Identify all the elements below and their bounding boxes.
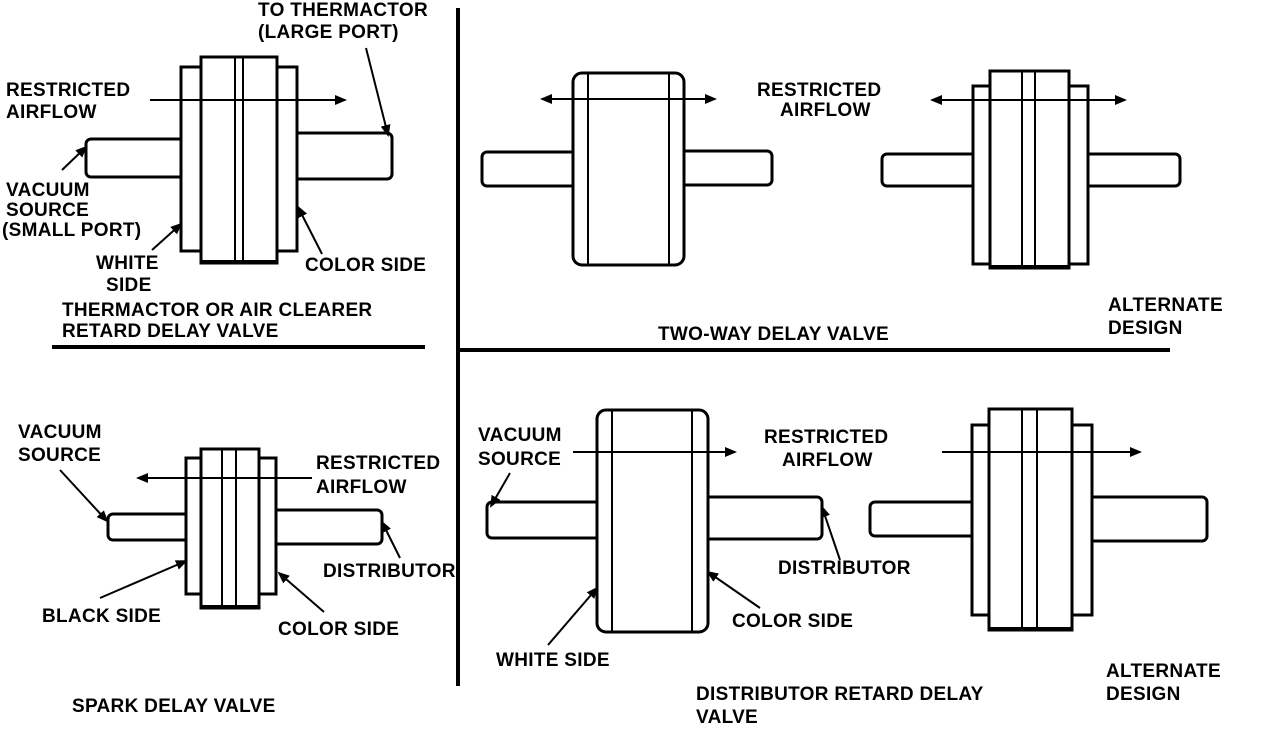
distributor-title-2: VALVE [696, 707, 759, 728]
distributor-restricted-label-1: RESTRICTED [764, 427, 889, 448]
thermactor-restricted-label-1: RESTRICTED [6, 80, 131, 101]
distributor-alternate-label-1: ALTERNATE [1106, 661, 1221, 682]
distributor-color-side-label: COLOR SIDE [732, 611, 854, 632]
spark-distributor-leader [381, 520, 401, 559]
two-way-restricted-label-2: AIRFLOW [780, 100, 871, 121]
spark-vacuum-leader [59, 469, 109, 523]
distributor-vacuum-label-1: VACUUM [478, 425, 562, 446]
distributor-title-1: DISTRIBUTOR RETARD DELAY [696, 684, 984, 705]
spark-color-side-label: COLOR SIDE [278, 619, 400, 640]
thermactor-vacuum-leader [61, 145, 88, 171]
thermactor-color-side-leader [297, 205, 323, 255]
distributor-retard-valve [485, 408, 824, 634]
distributor-vacuum-label-2: SOURCE [478, 449, 562, 470]
spark-vacuum-label-1: VACUUM [18, 422, 102, 443]
distributor-alternate-label-2: DESIGN [1106, 684, 1181, 705]
two-way-restricted-label-1: RESTRICTED [757, 80, 882, 101]
spark-restricted-label-1: RESTRICTED [316, 453, 441, 474]
spark-vacuum-label-2: SOURCE [18, 445, 102, 466]
distributor-white-side-leader [547, 586, 599, 646]
two-way-title: TWO-WAY DELAY VALVE [658, 324, 889, 345]
spark-black-side-label: BLACK SIDE [42, 606, 162, 627]
distributor-color-side-leader [706, 570, 761, 609]
thermactor-color-side-label: COLOR SIDE [305, 255, 427, 276]
thermactor-large-port-label-2: (LARGE PORT) [258, 22, 399, 43]
thermactor-large-port-label-1: TO THERMACTOR [258, 0, 428, 21]
spark-distributor-label: DISTRIBUTOR [323, 561, 456, 582]
thermactor-title-1: THERMACTOR OR AIR CLEARER [62, 300, 373, 321]
thermactor-title-2: RETARD DELAY VALVE [62, 321, 279, 342]
thermactor-white-side-leader [151, 222, 183, 251]
spark-restricted-label-2: AIRFLOW [316, 477, 407, 498]
two-way-alternate-label-1: ALTERNATE [1108, 295, 1223, 316]
distributor-alternate-valve [868, 407, 1209, 632]
thermactor-white-label-1: WHITE [96, 253, 159, 274]
thermactor-white-label-2: SIDE [106, 275, 152, 296]
spark-black-side-leader [99, 560, 188, 599]
thermactor-vacuum-label-1: VACUUM [6, 180, 90, 201]
thermactor-large-port-leader [365, 47, 391, 137]
thermactor-vacuum-label-2: SOURCE [6, 200, 90, 221]
spark-color-side-leader [277, 571, 325, 613]
distributor-port-leader [820, 505, 841, 561]
two-way-valve [480, 71, 774, 267]
two-way-alternate-label-2: DESIGN [1108, 318, 1183, 339]
thermactor-restricted-label-2: AIRFLOW [6, 102, 97, 123]
thermactor-vacuum-label-3: (SMALL PORT) [2, 220, 142, 241]
spark-title: SPARK DELAY VALVE [72, 696, 276, 717]
distributor-white-side-label: WHITE SIDE [496, 650, 610, 671]
distributor-restricted-label-2: AIRFLOW [782, 450, 873, 471]
thermactor-valve [84, 55, 394, 265]
distributor-vacuum-leader [490, 472, 511, 508]
distributor-distributor-label: DISTRIBUTOR [778, 558, 911, 579]
two-way-alternate-valve [880, 69, 1182, 270]
